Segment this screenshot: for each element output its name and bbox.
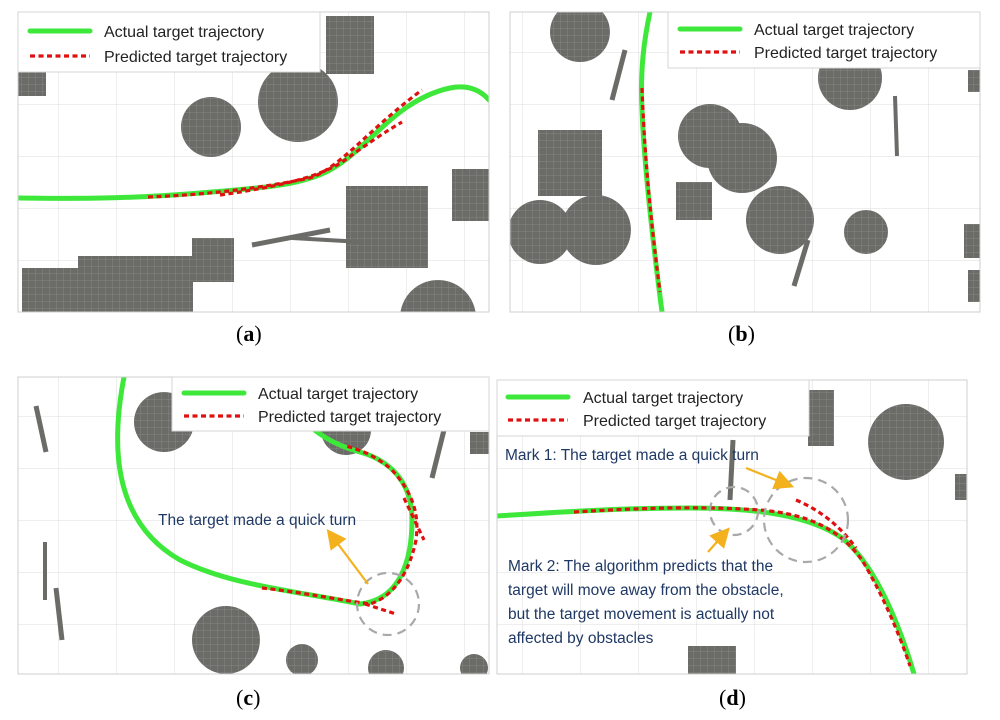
panel-c: The target made a quick turn Actual targ… (17, 376, 490, 675)
predicted-trajectory-c (261, 444, 419, 606)
legend-actual-label: Actual target trajectory (258, 386, 418, 403)
mark1-annotation: Mark 1: The target made a quick turn (505, 447, 759, 464)
caption-c: (c) (236, 685, 260, 710)
mark1-arrow (745, 466, 795, 490)
legend-actual-label: Actual target trajectory (104, 24, 264, 41)
obstacles-d (688, 390, 967, 674)
mark1-circle (708, 485, 760, 537)
legend-b: Actual target trajectory Predicted targe… (667, 11, 981, 69)
panel-a: Actual target trajectory Predicted targe… (17, 11, 490, 313)
predicted-trajectory-b (640, 87, 662, 293)
caption-a: (a) (236, 321, 262, 346)
legend-d: Actual target trajectory Predicted targe… (496, 379, 810, 437)
obstacles-a (18, 16, 489, 312)
legend-predicted-label: Predicted target trajectory (258, 409, 441, 426)
predicted-trajectory-a (147, 88, 423, 199)
caption-d: (d) (719, 685, 746, 710)
mark2-annotation-line1: Mark 2: The algorithm predicts that the (508, 558, 773, 575)
legend-c: Actual target trajectory Predicted targe… (171, 376, 490, 432)
legend-predicted-label: Predicted target trajectory (104, 49, 287, 66)
mark2-arrow (707, 527, 730, 553)
legend-actual-label: Actual target trajectory (583, 390, 743, 407)
mark2-annotation-line3: but the target movement is actually not (508, 606, 775, 623)
panel-d: Mark 1: The target made a quick turn Mar… (496, 379, 968, 675)
actual-trajectory-c (115, 377, 415, 607)
mark2-circle (762, 476, 850, 564)
caption-b: (b) (728, 321, 755, 346)
mark2-annotation-line2: target will move away from the obstacle, (508, 582, 784, 599)
legend-a: Actual target trajectory Predicted targe… (17, 11, 321, 73)
panel-b: Actual target trajectory Predicted targe… (509, 11, 981, 313)
legend-actual-label: Actual target trajectory (754, 22, 914, 39)
legend-predicted-label: Predicted target trajectory (583, 413, 766, 430)
turn-circle (355, 571, 421, 637)
turn-annotation: The target made a quick turn (158, 512, 356, 529)
legend-predicted-label: Predicted target trajectory (754, 45, 937, 62)
turn-arrow (326, 528, 369, 585)
mark2-annotation-line4: affected by obstacles (508, 630, 654, 647)
obstacles-b (510, 12, 980, 302)
